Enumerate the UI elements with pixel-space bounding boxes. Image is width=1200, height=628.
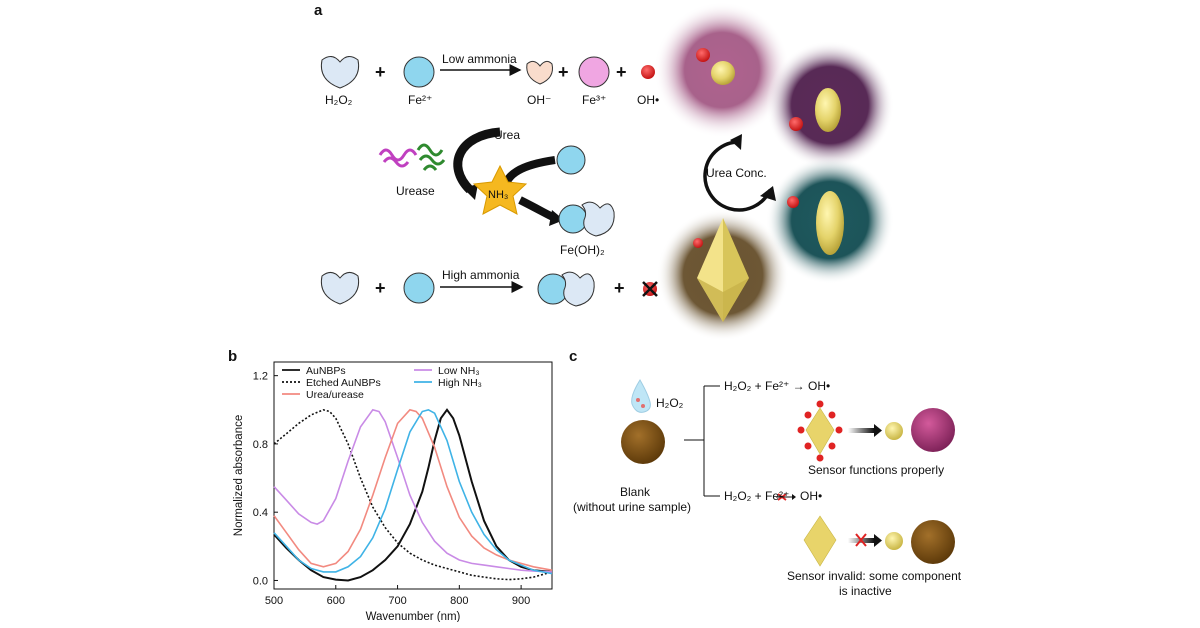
x-tick-label: 500 [265, 595, 283, 607]
urease-enzyme-icon [378, 143, 446, 171]
fe2-label: Fe²⁺ [408, 93, 433, 107]
oh-minus-label: OH⁻ [527, 93, 552, 107]
radical-on-teal [787, 196, 799, 208]
series-line-2 [273, 408, 553, 573]
legend-label-2: Low NH₃ [438, 365, 480, 377]
upper-result-label: Sensor functions properly [808, 463, 945, 477]
radical-on-pink [696, 48, 710, 62]
nh3-label: NH₃ [488, 189, 509, 201]
y-tick-label: 1.2 [253, 371, 268, 383]
small-gold-sphere-lower [885, 532, 903, 550]
fe3-ion [578, 56, 610, 88]
low-ammonia-label: Low ammonia [442, 52, 517, 66]
blank-brown-sphere [621, 420, 665, 464]
h2o2-shape-row3 [320, 272, 360, 305]
legend-label-3: Urea/urease [306, 389, 364, 401]
small-gold-sphere [885, 422, 903, 440]
fe2-ion-cycle [556, 145, 586, 175]
legend-label-4: High NH₃ [438, 377, 482, 389]
brown-result-sphere [911, 520, 955, 564]
bipyramid-plain [803, 515, 837, 567]
plus-sign-5: + [614, 278, 625, 298]
h2o2-droplet-icon [631, 379, 651, 413]
series-line-0 [273, 408, 553, 582]
radical-on-brown [693, 238, 703, 248]
fe-oh2-h2o2-row3 [561, 271, 595, 307]
fe2-ion [403, 56, 435, 88]
oh-radical-label: OH• [637, 93, 660, 107]
y-tick-label: 0.0 [253, 575, 268, 587]
x-tick-label: 600 [327, 595, 345, 607]
series-line-3 [273, 408, 553, 571]
high-ammonia-label: High ammonia [442, 268, 520, 282]
radical-on-purple [789, 117, 803, 131]
x-tick-label: 900 [512, 595, 530, 607]
plot-frame [273, 361, 553, 590]
plus-sign-4: + [375, 278, 386, 298]
y-tick-label: 0.8 [253, 439, 268, 451]
blank-label-line1: Blank [620, 485, 651, 499]
plus-sign-2: + [558, 62, 569, 82]
urease-label: Urease [396, 184, 435, 198]
upper-fade-arrow [848, 428, 874, 433]
fe-oh2-fe-row3 [537, 273, 569, 305]
urea-cycle-arrow [453, 127, 501, 194]
h2o2-label: H₂O₂ [325, 93, 353, 107]
x-axis-label: Wavenumber (nm) [366, 611, 461, 622]
panel-a-letter: a [314, 2, 323, 19]
blocked-cross-icon [642, 281, 658, 297]
x-tick-label: 700 [388, 595, 406, 607]
plus-sign-3: + [616, 62, 627, 82]
urea-label: Urea [494, 128, 521, 142]
panel-a-graphics [320, 2, 894, 340]
panel-c-h2o2-label: H₂O₂ [656, 396, 684, 410]
plus-sign-1: + [375, 62, 386, 82]
nh3-to-fe-arrow [518, 196, 557, 222]
lower-result-line1: Sensor invalid: some component [787, 569, 962, 583]
h2o2-shape [320, 56, 360, 89]
blank-label-line2: (without urine sample) [573, 500, 692, 514]
gold-bipyramid [697, 218, 749, 322]
panel-c-graphics [621, 379, 955, 567]
nh3-star [472, 164, 528, 215]
series-line-1 [273, 408, 553, 581]
y-tick-label: 0.4 [253, 507, 268, 519]
x-tick-label: 800 [450, 595, 468, 607]
lower-reaction-left-label: H₂O₂ + Fe²⁺ [724, 489, 790, 503]
fe-oh2-fe [558, 204, 588, 234]
lower-block-cross-icon [855, 533, 867, 547]
lower-result-line2: is inactive [839, 584, 892, 598]
legend-label-0: AuNBPs [306, 365, 346, 377]
gold-rod [816, 191, 844, 255]
urea-conc-label: Urea Conc. [706, 166, 767, 180]
urea-conc-cycle [703, 140, 772, 212]
gold-sphere [711, 61, 735, 85]
branch-bracket [684, 385, 720, 497]
fe-oh2-h2o2 [581, 201, 615, 237]
series-line-4 [273, 408, 553, 575]
lower-reaction-right-label: OH• [800, 489, 823, 503]
oh-minus-shape [526, 60, 553, 85]
panel-b-letter: b [228, 348, 238, 365]
fe-oh2-label: Fe(OH)₂ [560, 243, 605, 257]
hydroxyl-radical [641, 65, 655, 79]
gold-ellipsoid [815, 88, 841, 132]
upper-reaction-label: H₂O₂ + Fe²⁺ → OH• [724, 379, 831, 393]
fe2-ion-row3 [403, 272, 435, 304]
legend-label-1: Etched AuNBPs [306, 377, 381, 389]
y-axis-label: Normalized absorbance [233, 415, 245, 536]
magenta-result-sphere [911, 408, 955, 452]
fe3-label: Fe³⁺ [582, 93, 607, 107]
bipyramid-with-radicals [797, 400, 843, 462]
panel-c-letter: c [569, 348, 578, 365]
